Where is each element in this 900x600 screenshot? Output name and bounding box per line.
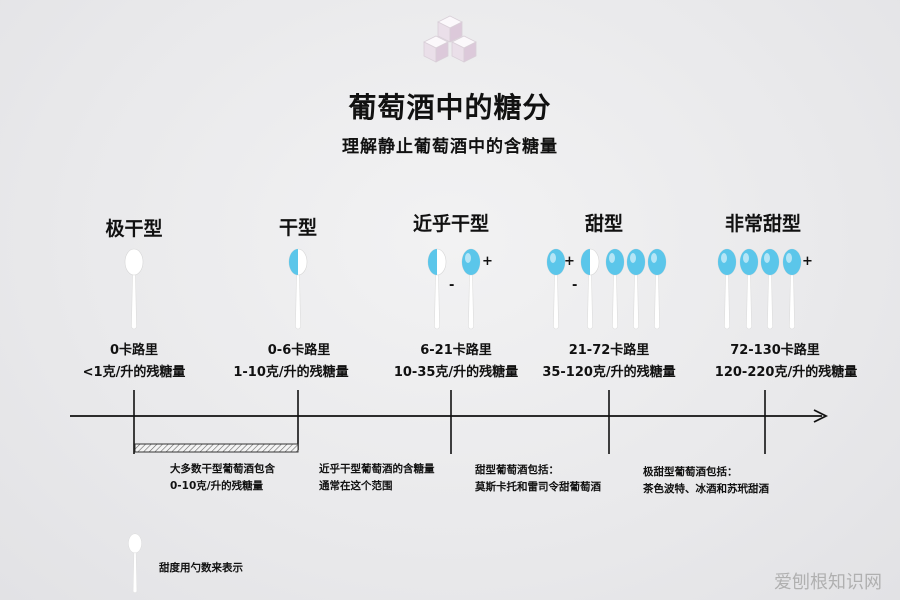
range-calories-off-dry: 6-21卡路里 — [420, 343, 492, 358]
range-calories-sweet: 21-72卡路里 — [568, 343, 650, 358]
range-sugar-very-sweet: 120-220克/升的残糖量 — [714, 365, 858, 380]
spoon-empty — [124, 248, 144, 330]
range-calories-very-sweet: 72-130卡路里 — [730, 343, 820, 358]
note-sweet-line2: 莫斯卡托和雷司令甜葡萄酒 — [475, 481, 601, 493]
plus-sign: + — [482, 254, 493, 269]
page-title: 葡萄酒中的糖分 — [348, 91, 552, 124]
spoon-filled — [717, 248, 737, 330]
note-off-dry-line2: 通常在这个范围 — [319, 480, 393, 492]
range-calories-dry: 0-6卡路里 — [267, 343, 331, 358]
minus-sign: - — [572, 278, 578, 293]
minus-sign: - — [449, 278, 455, 293]
category-label-off-dry: 近乎干型 — [412, 213, 489, 235]
plus-sign: + — [564, 254, 575, 269]
note-very-sweet-line2: 茶色波特、冰酒和苏玳甜酒 — [643, 483, 769, 495]
note-dry-line1: 大多数干型葡萄酒包含 — [170, 463, 275, 475]
sugar-cubes-icon — [423, 15, 477, 63]
note-sweet-line1: 甜型葡萄酒包括： — [475, 464, 559, 476]
dry-range-hatch — [134, 443, 299, 453]
page-subtitle: 理解静止葡萄酒中的含糖量 — [342, 137, 558, 157]
spoon-half-filled — [288, 248, 308, 330]
range-sugar-sweet: 35-120克/升的残糖量 — [542, 365, 676, 380]
spoon-filled — [739, 248, 759, 330]
note-off-dry-line1: 近乎干型葡萄酒的含糖量 — [319, 463, 435, 475]
spoon-filled — [546, 248, 566, 330]
range-sugar-very-dry: <1克/升的残糖量 — [82, 365, 186, 380]
spoon-filled — [626, 248, 646, 330]
note-sweet: 甜型葡萄酒包括： 莫斯卡托和雷司令甜葡萄酒 — [475, 462, 601, 496]
note-off-dry: 近乎干型葡萄酒的含糖量 通常在这个范围 — [319, 461, 435, 495]
range-sugar-off-dry: 10-35克/升的残糖量 — [393, 365, 519, 380]
note-dry: 大多数干型葡萄酒包含 0-10克/升的残糖量 — [170, 461, 275, 495]
axis-arrowhead — [813, 409, 829, 423]
sugar-scale-axis — [70, 390, 829, 454]
legend-text: 甜度用勺数来表示 — [159, 562, 243, 574]
watermark: 爱刨根知识网 — [774, 572, 882, 593]
range-calories-very-dry: 0卡路里 — [109, 343, 159, 358]
spoon-filled — [760, 248, 780, 330]
range-sugar-dry: 1-10克/升的残糖量 — [233, 365, 349, 380]
spoon-filled — [605, 248, 625, 330]
category-label-dry: 干型 — [278, 217, 317, 239]
spoon-half-filled — [580, 248, 600, 330]
spoon-half-filled — [427, 248, 447, 330]
spoon-filled — [782, 248, 802, 330]
category-label-very-sweet: 非常甜型 — [724, 213, 801, 235]
category-label-very-dry: 极干型 — [105, 218, 163, 240]
spoon-filled — [461, 248, 481, 330]
legend-spoon-icon — [128, 533, 142, 594]
note-very-sweet-line1: 极甜型葡萄酒包括： — [643, 466, 738, 478]
category-label-sweet: 甜型 — [584, 213, 623, 235]
note-dry-line2: 0-10克/升的残糖量 — [170, 480, 264, 492]
plus-sign: + — [802, 254, 813, 269]
note-very-sweet: 极甜型葡萄酒包括： 茶色波特、冰酒和苏玳甜酒 — [643, 464, 769, 498]
spoon-filled — [647, 248, 667, 330]
